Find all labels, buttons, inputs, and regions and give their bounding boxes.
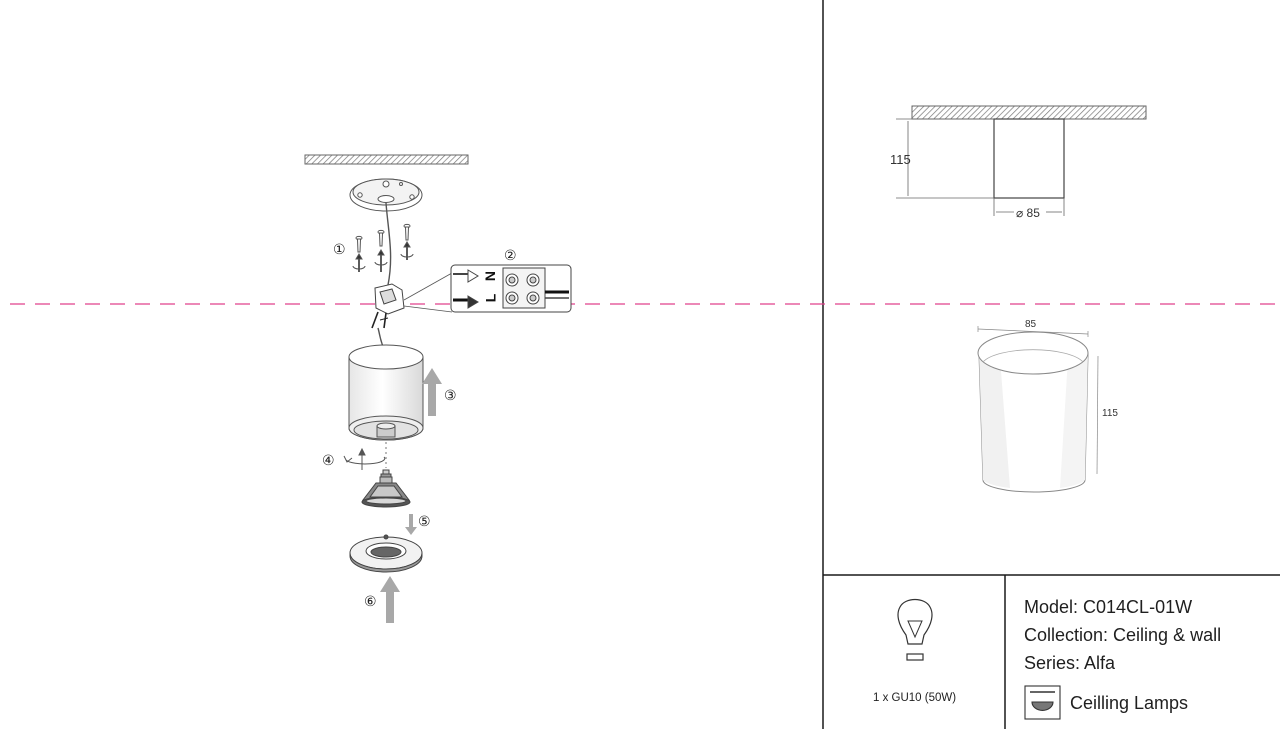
step-3-marker: ③ xyxy=(444,387,457,403)
side-diameter-dimension xyxy=(993,198,1065,216)
bulb-icon xyxy=(897,598,933,661)
perspective-height-label: 115 xyxy=(1102,408,1118,419)
series-line: Series: Alfa xyxy=(1024,653,1116,673)
perspective-height-dimension xyxy=(1096,355,1099,475)
ceiling-hatch xyxy=(304,154,469,165)
step-4-marker: ④ xyxy=(322,452,335,468)
side-view-ceiling xyxy=(911,105,1147,120)
connector-block xyxy=(371,283,405,329)
step6-arrow xyxy=(380,576,400,623)
rotate-symbol xyxy=(343,447,386,470)
step-1-marker: ① xyxy=(333,241,346,257)
step3-arrow xyxy=(422,368,442,416)
terminal-label-neutral: N xyxy=(482,270,499,282)
perspective-width-label: 85 xyxy=(1025,319,1037,330)
perspective-width-dimension xyxy=(977,326,1089,337)
side-view-body xyxy=(993,118,1065,199)
mounting-plate xyxy=(349,178,423,212)
step5-arrow xyxy=(405,514,417,535)
supply-cable xyxy=(385,202,392,286)
step-2-marker: ② xyxy=(504,247,517,263)
bulb-spec-label: 1 x GU10 (50W) xyxy=(873,692,957,704)
installation-diagram xyxy=(304,154,572,623)
model-line: Model: C014CL-01W xyxy=(1024,597,1193,617)
trim-ring xyxy=(349,534,423,573)
ceiling-lamp-icon xyxy=(1024,685,1061,720)
gu10-bulb xyxy=(361,469,411,508)
lamp-housing xyxy=(348,344,424,441)
side-height-label: 115 xyxy=(890,152,911,167)
side-diameter-label: ⌀ 85 xyxy=(1016,206,1040,220)
terminal-callout xyxy=(450,264,572,313)
sheet-frame xyxy=(822,0,1280,729)
collection-line: Collection: Ceiling & wall xyxy=(1024,625,1222,645)
step-6-marker: ⑥ xyxy=(364,593,377,609)
perspective-view-drawing xyxy=(977,326,1099,493)
category-label: Ceilling Lamps xyxy=(1070,693,1189,713)
mounting-screws xyxy=(352,223,414,272)
step-5-marker: ⑤ xyxy=(418,513,431,529)
perspective-rim xyxy=(977,331,1089,375)
side-view-drawing xyxy=(896,105,1147,216)
side-height-dimension xyxy=(896,118,994,199)
callout-leader xyxy=(403,272,453,313)
terminal-label-live: L xyxy=(482,293,499,303)
